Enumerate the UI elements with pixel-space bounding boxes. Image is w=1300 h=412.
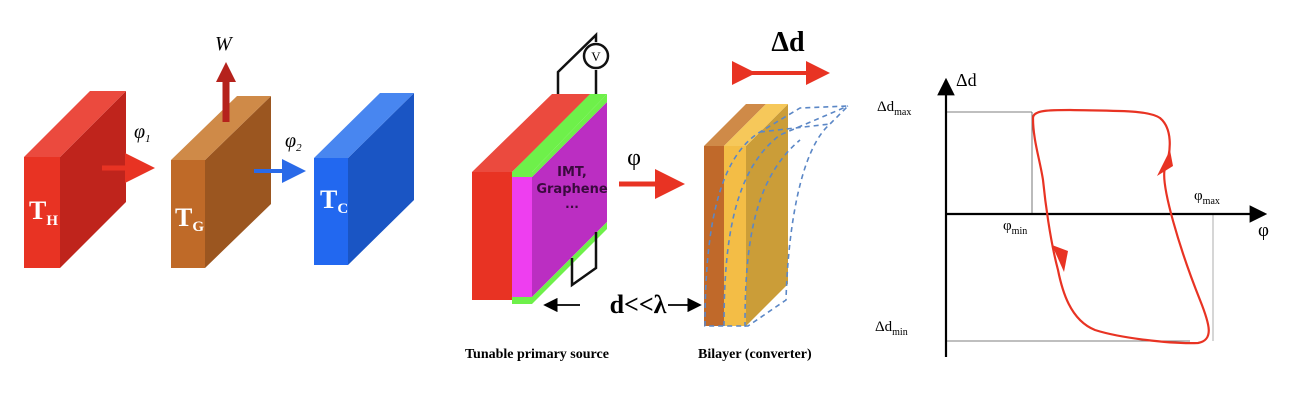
hot-body-block: TH <box>24 91 126 268</box>
source-material-line-3: ... <box>565 197 579 211</box>
source-material-line-1: IMT, <box>557 165 587 180</box>
hysteresis-loop-curve <box>1031 108 1210 345</box>
source-green-top-right <box>532 94 607 177</box>
bilayer-layer2-top <box>724 104 788 146</box>
gap-body-side <box>205 96 271 268</box>
tick-label-dmax: Δdmax <box>877 99 911 118</box>
source-green-top-edge <box>512 172 532 177</box>
source-material-line-2: Graphene <box>536 182 607 197</box>
bilayer-caption: Bilayer (converter) <box>698 347 812 362</box>
panel-c-hysteresis-chart: Δd φ Δdmax Δdmin φmin φmax <box>875 70 1269 357</box>
loop-arrow-down <box>1052 245 1068 272</box>
panel-a-heat-engine: TH φ1 TG W φ2 TC <box>24 33 414 268</box>
bilayer-layer1-front <box>704 146 724 326</box>
hot-body-front <box>24 157 60 268</box>
loop-arrow-up <box>1157 150 1173 176</box>
work-label: W <box>215 33 234 55</box>
bilayer-converter-block <box>704 104 851 327</box>
cold-body-front <box>314 158 348 265</box>
panel-b-device: V IMT, Graphene ... φ d<<λ Δd <box>465 27 851 362</box>
bilayer-deformed-outline <box>704 105 851 327</box>
source-red-top <box>472 94 592 172</box>
voltmeter-label: V <box>591 49 601 64</box>
gap-body-label: TG <box>175 203 204 235</box>
hot-body-side <box>60 91 126 268</box>
cold-body-block: TC <box>314 93 414 265</box>
flux-2-label: φ2 <box>285 130 302 154</box>
y-axis-label: Δd <box>956 70 977 90</box>
flux-1-label: φ1 <box>134 121 151 145</box>
x-axis-label: φ <box>1258 220 1269 241</box>
cold-body-label: TC <box>320 185 348 217</box>
distance-label: d<<λ <box>610 290 667 319</box>
source-caption: Tunable primary source <box>465 347 609 362</box>
work-arrow-head <box>216 62 236 82</box>
tunable-source-block: IMT, Graphene ... <box>472 94 608 304</box>
tick-label-phimin: φmin <box>1003 218 1027 237</box>
displacement-label: Δd <box>771 27 805 58</box>
bilayer-layer1-top <box>704 104 766 146</box>
cold-body-side <box>348 93 414 265</box>
hot-body-top <box>24 91 126 157</box>
gap-body-front <box>171 160 205 268</box>
cold-body-top <box>314 93 414 158</box>
source-green-top <box>512 94 607 172</box>
source-magenta-front <box>512 177 532 297</box>
gap-body-top <box>171 96 271 160</box>
hot-body-label: TH <box>29 196 58 229</box>
tick-label-phimax: φmax <box>1194 188 1220 207</box>
gap-body-block: TG <box>171 96 271 268</box>
voltmeter-wire-bottom <box>570 232 598 288</box>
source-purple-face <box>532 102 607 297</box>
voltmeter-icon <box>582 42 610 70</box>
source-red-front <box>472 172 512 300</box>
device-flux-label: φ <box>627 145 641 171</box>
tick-label-dmin: Δdmin <box>875 319 908 338</box>
